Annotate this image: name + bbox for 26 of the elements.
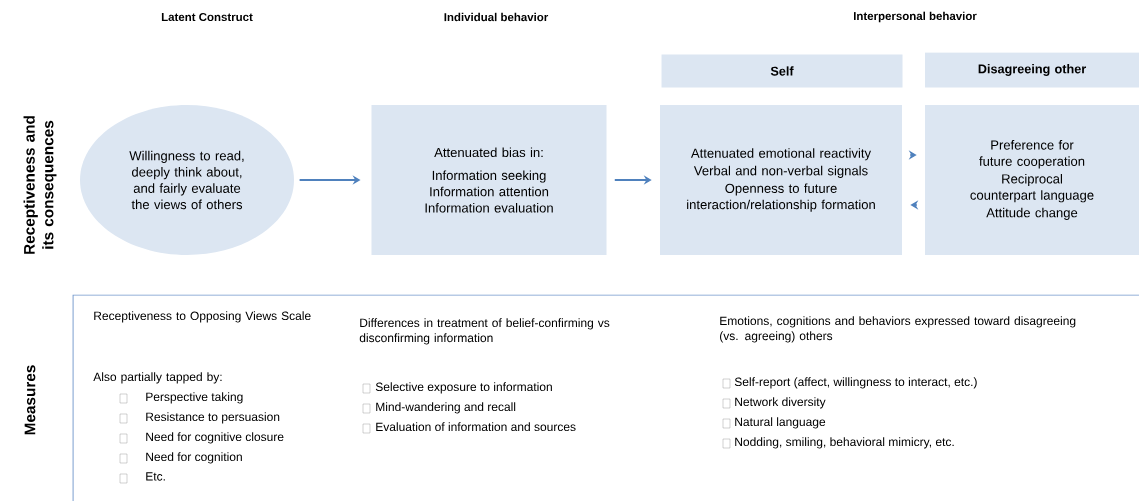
measure-item: Resistance to persuasion xyxy=(146,412,280,424)
measure-text: Emotions, cognitions and behaviors expressed toward disagreeing (vs. agreeing) others xyxy=(720,316,1076,343)
measure-item: Perspective taking xyxy=(146,392,243,404)
measure-item: Nodding, smiling, behavioral mimicry, etc. xyxy=(735,437,954,449)
behavior-box: Attenuated emotional reactivity Verbal and non-verbal signals Openness to future interaction/relationship formation xyxy=(660,105,902,255)
behavior-box: Preference for future cooperation Reciprocal counterpart language Attitude change xyxy=(925,105,1139,255)
measure-text: Receptiveness to Opposing Views Scale xyxy=(94,311,311,323)
measure-item: Self-report (affect, willingness to interact, etc.) xyxy=(734,377,977,389)
column-header-box: Disagreeing other xyxy=(925,52,1139,88)
column-heading: Individual behavior xyxy=(444,12,549,22)
column-heading: Interpersonal behavior xyxy=(853,11,977,23)
measure-item: Etc. xyxy=(146,472,165,481)
measure-text: Also partially tapped by: xyxy=(93,372,222,384)
measure-item: Network diversity xyxy=(735,397,826,409)
measure-item: Selective exposure to information xyxy=(375,382,552,394)
column-header-box: Self xyxy=(661,54,903,88)
measure-item: Evaluation of information and sources xyxy=(376,422,576,432)
behavior-box: Attenuated bias in: Information seeking Information attention Information evaluation xyxy=(371,105,607,255)
column-heading: Latent Construct xyxy=(161,12,253,22)
measure-item: Natural language xyxy=(735,417,826,429)
row-heading: Receptiveness and its consequences xyxy=(23,116,57,254)
row-heading: Measures xyxy=(24,365,36,435)
measure-item: Need for cognition xyxy=(146,452,242,464)
measure-item: Mind-wandering and recall xyxy=(376,402,516,414)
measure-text: Differences in treatment of belief-confirming vs disconfirming information xyxy=(359,318,610,345)
measure-item: Need for cognitive closure xyxy=(146,432,284,444)
